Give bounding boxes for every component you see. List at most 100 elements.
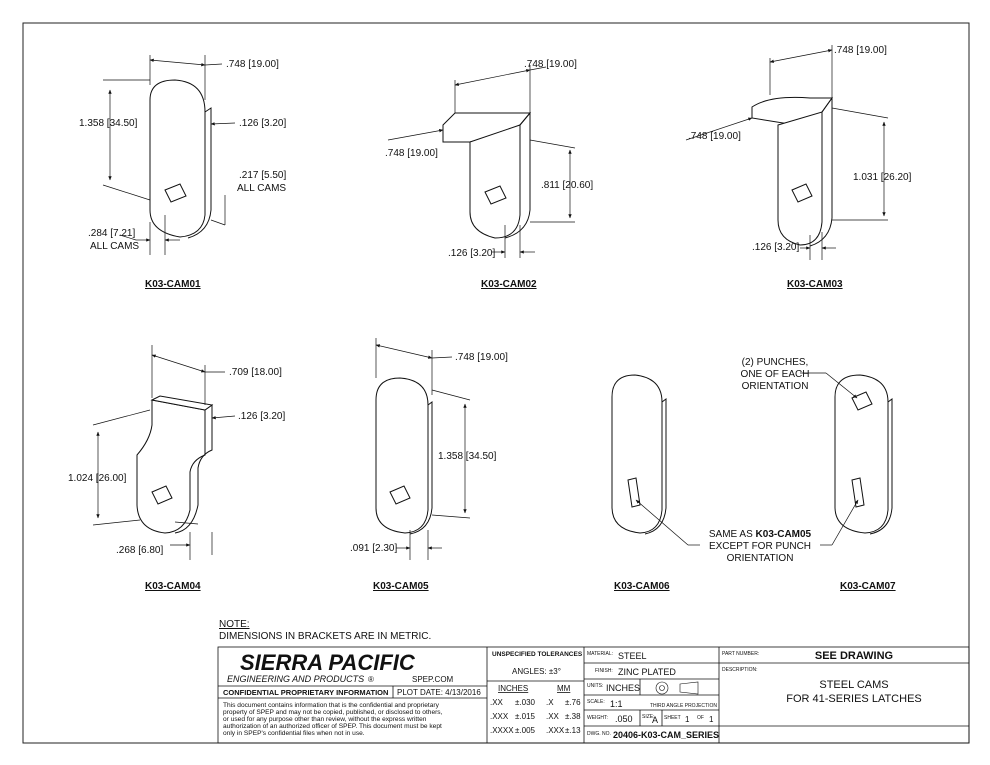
- cam01-offset-dim: .284 [7.21]: [88, 228, 136, 239]
- cam04-slot: [151, 485, 173, 505]
- cam01-hole-note: ALL CAMS: [237, 183, 286, 194]
- cam05-width-dim: .748 [19.00]: [455, 352, 508, 363]
- description-line-2: FOR 41-SERIES LATCHES: [786, 693, 922, 705]
- cam04-thick-dim: .126 [3.20]: [238, 411, 286, 422]
- cam03-height-dim: 1.031 [26.20]: [853, 172, 912, 183]
- svg-text:±.13: ±.13: [565, 726, 581, 735]
- scale-value: 1:1: [610, 699, 623, 709]
- svg-text:±.38: ±.38: [565, 712, 581, 721]
- cam06-side: [644, 398, 667, 535]
- cam01-height-dim: 1.358 [34.50]: [79, 118, 138, 129]
- punches-line-3: ORIENTATION: [742, 381, 809, 392]
- cam01-width-dim: .748 [19.00]: [226, 59, 279, 70]
- cam01-side: [187, 107, 212, 239]
- cam06-body: [611, 374, 663, 534]
- cam03-body: [777, 111, 823, 246]
- part-cam04: [92, 345, 236, 560]
- cam04-dims: .709 [18.00] .126 [3.20] 1.024 [26.00] .…: [68, 367, 286, 556]
- cam02-slot: [484, 185, 507, 205]
- tol-inches-header: INCHES: [498, 684, 528, 693]
- cam04-width-dim: .709 [18.00]: [229, 367, 282, 378]
- same-as-line-3: ORIENTATION: [727, 553, 794, 564]
- dwg-label: DWG. NO.: [587, 731, 611, 737]
- note-text: DIMENSIONS IN BRACKETS ARE IN METRIC.: [219, 631, 431, 642]
- sheet-value: 1: [685, 715, 690, 724]
- size-value: A: [652, 715, 658, 725]
- cam01-dims: .748 [19.00] 1.358 [34.50] .126 [3.20] .…: [79, 59, 287, 252]
- units-label: UNITS:: [587, 683, 603, 689]
- cam05-thick-dim: .091 [2.30]: [350, 543, 398, 554]
- cam03-label: K03-CAM03: [787, 279, 843, 290]
- cam04-body: [136, 399, 206, 534]
- cam07-side: [869, 398, 893, 535]
- disclaimer-line-4: authorization of an authorized officer o…: [223, 723, 442, 730]
- part-number-label: PART NUMBER:: [722, 651, 759, 657]
- cam02-top-dim: .748 [19.00]: [524, 59, 577, 70]
- cam04-offset-dim: .268 [6.80]: [116, 545, 164, 556]
- cam01-hole-dim: .217 [5.50]: [239, 170, 287, 181]
- cam03-side: [809, 96, 833, 247]
- tolerance-rows: .XX ±.030 .X ±.76 .XXX ±.015 .XX ±.38 .X…: [490, 698, 581, 735]
- svg-text:.XXX: .XXX: [546, 726, 565, 735]
- same-as-line-2: EXCEPT FOR PUNCH: [709, 541, 811, 552]
- projection-symbol: [655, 681, 699, 695]
- cam05-slot: [389, 485, 411, 505]
- tolerances-title: UNSPECIFIED TOLERANCES: [492, 651, 583, 658]
- cam05-dims: .748 [19.00] 1.358 [34.50] .091 [2.30]: [350, 352, 508, 554]
- company-name: SIERRA PACIFIC: [240, 650, 416, 675]
- part-cam03: [685, 45, 889, 260]
- copyright-symbol: ®: [368, 675, 374, 684]
- tolerances-angles: ANGLES: ±3°: [512, 667, 561, 676]
- size-label: SIZE:: [642, 714, 655, 720]
- cam04-label: K03-CAM04: [145, 581, 201, 592]
- cam04-height-dim: 1.024 [26.00]: [68, 473, 127, 484]
- cam03-depth-dim: .748 [19.00]: [688, 131, 741, 142]
- cam06-label: K03-CAM06: [614, 581, 670, 592]
- cam03-slot: [791, 183, 813, 203]
- weight-value: .050: [615, 714, 633, 724]
- cam05-body: [375, 377, 429, 534]
- disclaimer-line-2: property of SPEP and may not be copied, …: [223, 709, 443, 716]
- cam02-label: K03-CAM02: [481, 279, 537, 290]
- material-value: STEEL: [618, 651, 647, 661]
- cam01-thick-dim: .126 [3.20]: [239, 118, 287, 129]
- of-value: 1: [709, 715, 714, 724]
- finish-value: ZINC PLATED: [618, 667, 676, 677]
- units-value: INCHES: [606, 683, 640, 693]
- disclaimer-line-1: This document contains information that …: [223, 702, 440, 709]
- callout-leaders: [635, 372, 859, 546]
- cam02-height-dim: .811 [20.60]: [541, 180, 593, 191]
- svg-text:.XX: .XX: [546, 712, 560, 721]
- cam03-dims: .748 [19.00] .748 [19.00] 1.031 [26.20] …: [688, 45, 912, 253]
- punches-line-2: ONE OF EACH: [741, 369, 810, 380]
- cam03-thick-dim: .126 [3.20]: [752, 242, 800, 253]
- scale-label: SCALE:: [587, 699, 605, 705]
- part-cam07: [834, 374, 893, 535]
- cam02-body: [469, 124, 521, 239]
- cam04-side: [174, 404, 213, 534]
- disclaimer: This document contains information that …: [223, 702, 443, 737]
- cam01-body: [149, 79, 206, 238]
- punches-line-1: (2) PUNCHES,: [742, 357, 809, 368]
- weight-label: WEIGHT:: [587, 715, 608, 721]
- cam01-offset-note: ALL CAMS: [90, 241, 139, 252]
- disclaimer-line-3: or used for any purpose other than revie…: [223, 716, 427, 723]
- svg-text:.XX: .XX: [490, 698, 504, 707]
- dwg-number: 20406-K03-CAM_SERIES: [613, 730, 719, 740]
- cam02-thick-dim: .126 [3.20]: [448, 248, 496, 259]
- finish-label: FINISH:: [595, 668, 613, 674]
- svg-text:±.76: ±.76: [565, 698, 581, 707]
- description-line-1: STEEL CAMS: [819, 679, 888, 691]
- part-cam01: [102, 55, 236, 255]
- same-as-line-1: SAME AS K03-CAM05: [709, 529, 812, 540]
- company-sub: ENGINEERING AND PRODUCTS: [227, 674, 364, 684]
- sheet-label: SHEET: [664, 715, 681, 721]
- cam07-label: K03-CAM07: [840, 581, 896, 592]
- cam02-side: [504, 111, 531, 239]
- same-as-callout: SAME AS K03-CAM05 EXCEPT FOR PUNCH ORIEN…: [709, 529, 812, 564]
- cam05-label: K03-CAM05: [373, 581, 429, 592]
- part-number-value: SEE DRAWING: [815, 650, 893, 662]
- material-label: MATERIAL:: [587, 651, 613, 657]
- plot-date: PLOT DATE: 4/13/2016: [397, 688, 481, 697]
